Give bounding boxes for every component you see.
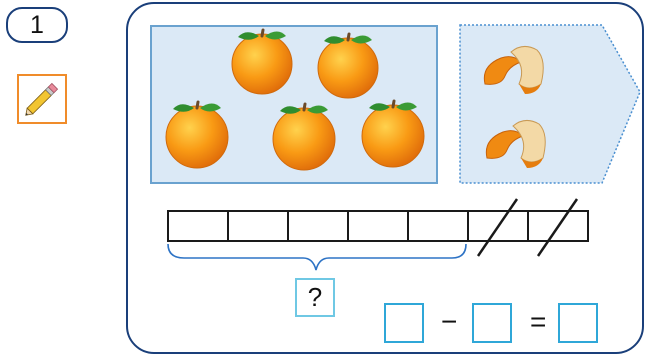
- minus-sign: −: [441, 306, 458, 337]
- orange: [361, 99, 425, 168]
- orange-peel: [485, 120, 546, 168]
- answer-box-subtrahend[interactable]: [472, 303, 512, 343]
- bar-cell: [167, 210, 229, 242]
- answer-box-result[interactable]: [558, 303, 598, 343]
- counting-bar: [167, 210, 589, 242]
- orange: [272, 102, 336, 171]
- bar-cell-crossed: [527, 210, 589, 242]
- pencil-task-box: [17, 74, 67, 124]
- orange: [231, 28, 293, 95]
- orange: [317, 32, 379, 99]
- strike-line: [476, 198, 519, 257]
- strike-line: [536, 198, 579, 257]
- question-mark: ?: [307, 282, 323, 312]
- exercise-number: 1: [30, 10, 44, 39]
- bar-cell: [287, 210, 349, 242]
- bar-cell: [407, 210, 469, 242]
- task-panel: [126, 2, 644, 354]
- orange-peel: [483, 46, 544, 94]
- brace: [167, 243, 467, 271]
- exercise-number-badge: 1: [6, 7, 68, 43]
- bar-cell: [347, 210, 409, 242]
- pencil-icon: [25, 82, 59, 116]
- equals-sign: =: [530, 306, 547, 337]
- answer-box-minuend[interactable]: [384, 303, 424, 343]
- peels-picture: [459, 24, 641, 184]
- bar-cell: [227, 210, 289, 242]
- question-box: ?: [295, 278, 335, 317]
- orange: [165, 100, 229, 169]
